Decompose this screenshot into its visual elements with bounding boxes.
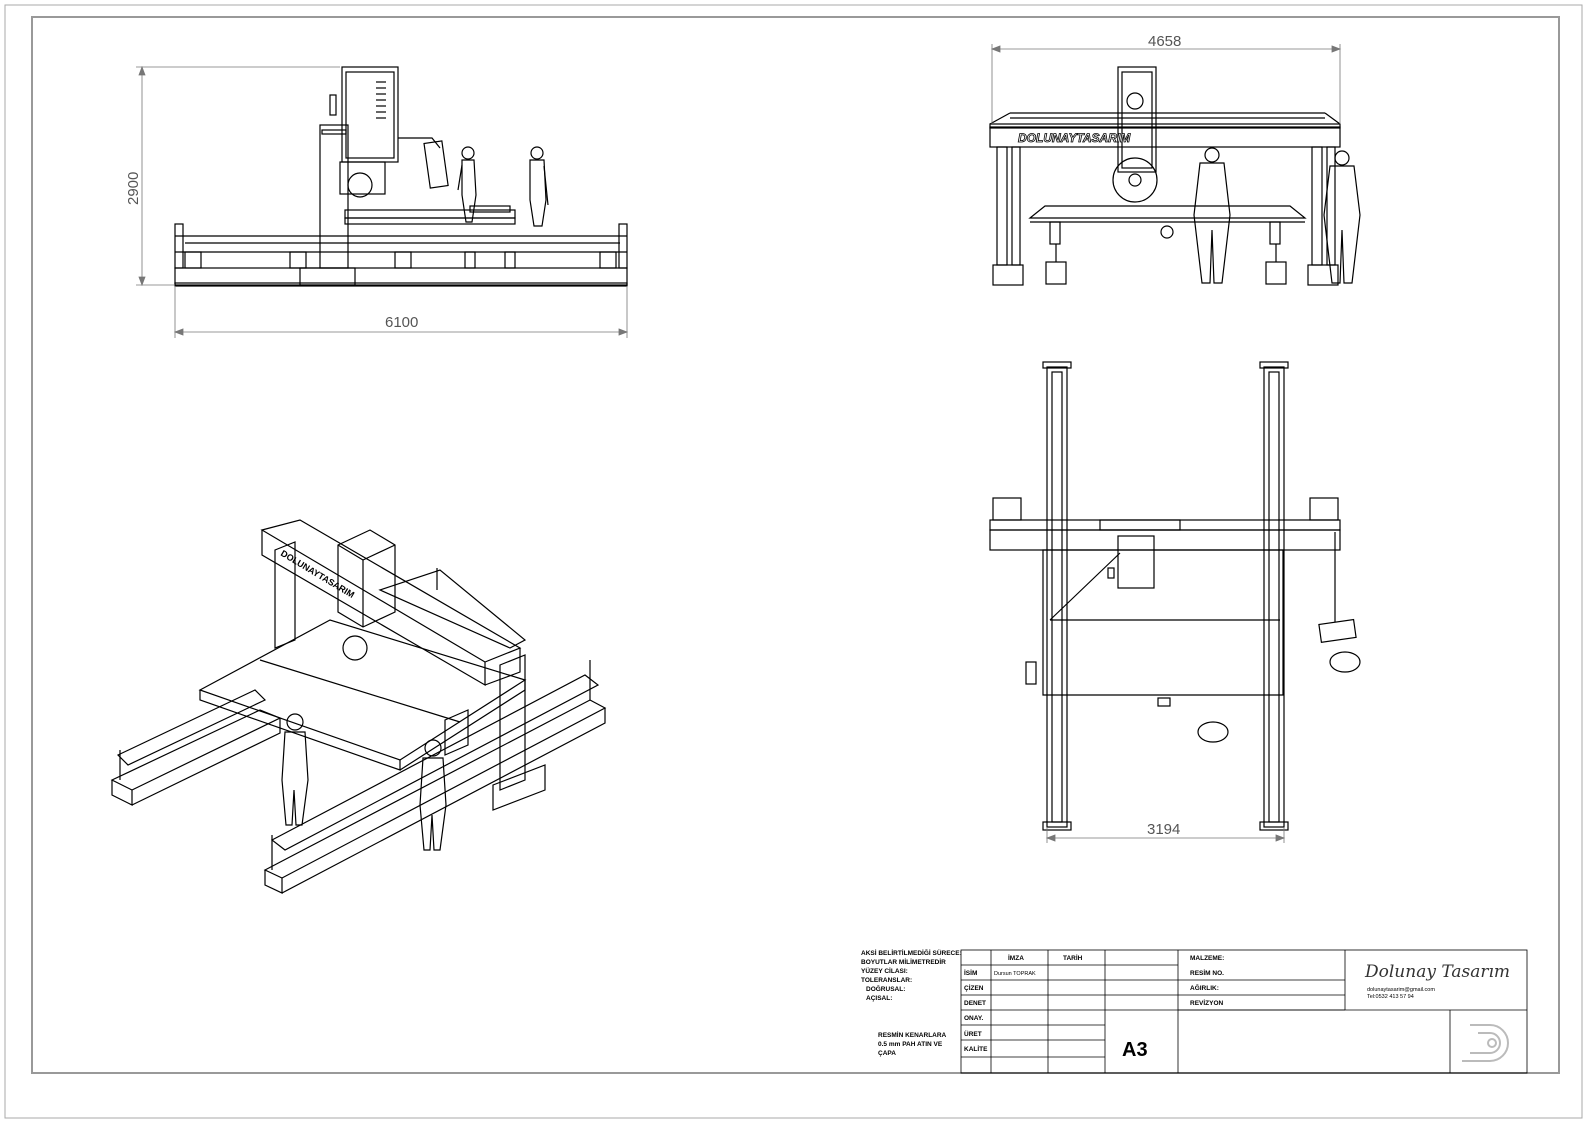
note-units: BOYUTLAR MİLİMETREDİR [861, 958, 946, 966]
dim-front-width: 4658 [1148, 33, 1181, 50]
title-block [960, 949, 1528, 1074]
top-view-dimensions [1045, 828, 1286, 843]
tb-weight: AĞIRLIK: [1190, 983, 1219, 992]
note-unless-specified: AKSİ BELİRTİLMEDİĞİ SÜRECE: [861, 948, 962, 957]
side-view-dimensions [136, 65, 629, 338]
tb-row-approved: ONAY. [964, 1015, 983, 1022]
tb-phone: Tel:0532 413 57 94 [1367, 994, 1414, 1000]
note-edge-2: 0.5 mm PAH ATIN VE [878, 1041, 943, 1048]
tb-drawer-name: Dursun TOPRAK [994, 971, 1036, 977]
front-beam-lettering: DOLUNAYTASARIM [1018, 131, 1131, 145]
tb-revision: REVİZYON [1190, 999, 1224, 1007]
note-linear: DOĞRUSAL: [866, 984, 905, 993]
front-view [989, 66, 1361, 286]
note-surface: YÜZEY CİLASI: [861, 966, 908, 975]
isometric-view [110, 519, 607, 894]
note-tolerances: TOLERANSLAR: [861, 977, 912, 984]
company-logo-mark [1462, 1024, 1509, 1062]
tb-row-drawn: ÇİZEN [964, 984, 984, 992]
note-angular: AÇISAL: [866, 995, 892, 1002]
tb-row-manufacture: ÜRET [964, 1029, 982, 1038]
tb-material: MALZEME: [1190, 955, 1224, 962]
note-edge-3: ÇAPA [878, 1050, 896, 1057]
dim-top-width: 3194 [1147, 821, 1180, 838]
tb-col-date: TARİH [1063, 954, 1083, 962]
top-view [989, 361, 1361, 831]
tb-row-name: İSİM [964, 969, 977, 977]
front-view-dimensions [990, 44, 1342, 124]
tb-row-checked: DENET [964, 1000, 986, 1007]
outer-border [4, 4, 1583, 1119]
tb-company-signature: Dolunay Tasarım [1364, 962, 1510, 982]
tb-email: dolunaytasarim@gmail.com [1367, 987, 1435, 993]
drawing-frame [31, 16, 1560, 1074]
tb-col-signature: İMZA [1008, 954, 1024, 962]
iso-beam-lettering: DOLUNAYTASARIM [279, 548, 356, 600]
dim-side-height: 2900 [125, 172, 142, 205]
tb-row-quality: KALİTE [964, 1045, 988, 1053]
note-edge-1: RESMİN KENARLARA [878, 1031, 947, 1039]
dim-side-width: 6100 [385, 314, 418, 331]
tb-drawing-no: RESİM NO. [1190, 969, 1224, 977]
side-view [174, 66, 628, 287]
tb-sheet-size: A3 [1122, 1039, 1148, 1061]
